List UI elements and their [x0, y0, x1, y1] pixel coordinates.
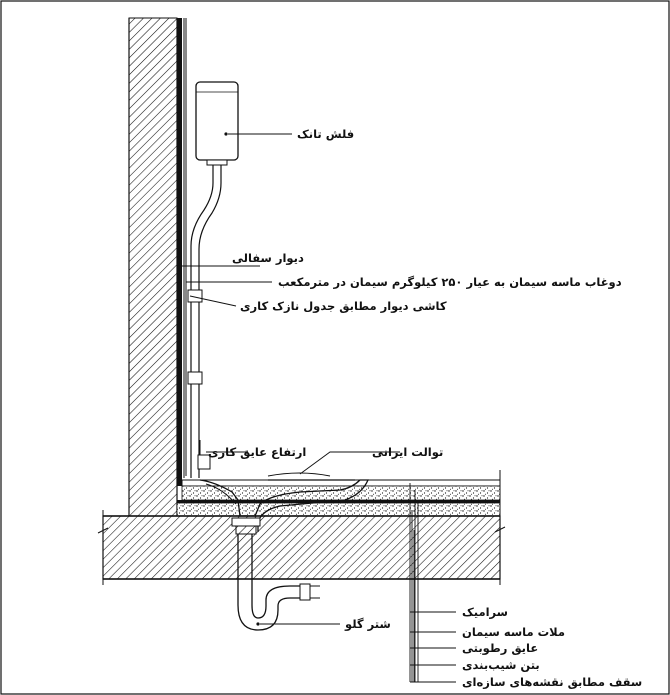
label-trap: شتر گلو [344, 617, 391, 632]
squat-toilet-pan [199, 472, 369, 535]
label-slope-concrete: بتن شیب‌بندی [462, 658, 540, 672]
label-damp-proofing: عایق رطوبتی [462, 641, 538, 656]
label-clay-wall: دیوار سفالی [232, 251, 304, 266]
label-ceramic: سرامیک [462, 605, 508, 619]
label-cement-mortar: ملات ماسه سیمان [462, 625, 565, 639]
wall-finish-layers [177, 18, 187, 486]
label-iranian-toilet: توالت ایرانی [372, 445, 443, 460]
flush-tank [195, 81, 239, 166]
label-wall-tile: کاشی دیوار مطابق جدول نازک کاری [240, 299, 447, 314]
label-flush-tank: فلش تانک [297, 127, 354, 141]
label-cement-grout: دوغاب ماسه سیمان به عیار ۲۵۰ کیلوگرم سیم… [278, 275, 622, 290]
flush-pipe [187, 165, 222, 478]
label-structural-slab: سقف مطابق نقشه‌های سازه‌ای [462, 675, 642, 689]
clay-wall [128, 17, 178, 517]
label-waterproof-height: ارتفاع عایق کاری [208, 445, 306, 459]
leader-lines [180, 133, 456, 683]
